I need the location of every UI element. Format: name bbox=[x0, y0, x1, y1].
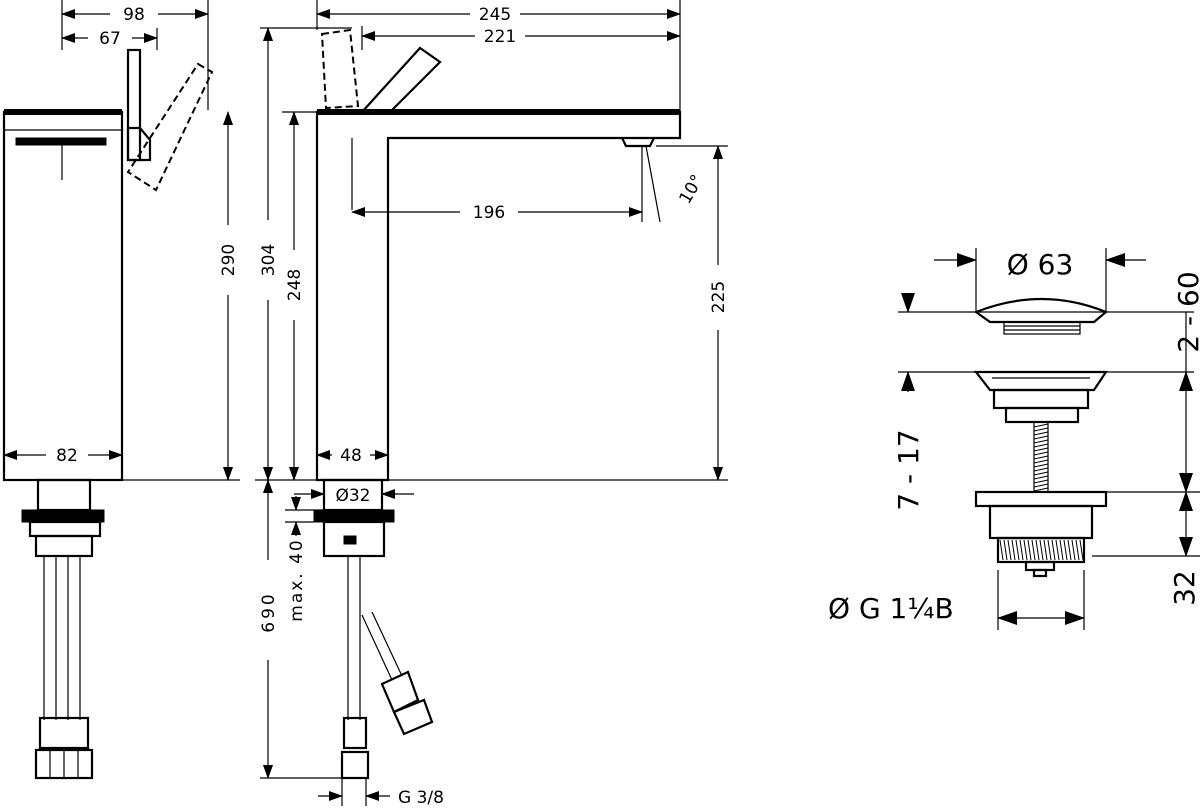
side-view: 245 221 304 248 196 10° 225 48 bbox=[255, 0, 729, 808]
dim-248-label: 248 bbox=[285, 269, 305, 301]
dim-245-label: 245 bbox=[479, 5, 511, 25]
dim-98-label: 98 bbox=[123, 5, 145, 25]
dim-196-label: 196 bbox=[473, 203, 505, 223]
dim-g114-label: Ø G 1¼B bbox=[828, 592, 954, 625]
dim-32-label: 32 bbox=[1168, 570, 1200, 606]
drain-valve-view: Ø 63 2 - 60 7 - 17 32 Ø G 1¼B bbox=[828, 248, 1200, 630]
front-view: 98 67 82 290 bbox=[2, 0, 240, 780]
dim-g38-label: G 3/8 bbox=[398, 788, 444, 808]
dim-48-label: 48 bbox=[340, 446, 362, 466]
drain-cap bbox=[973, 297, 1109, 324]
dim-290-label: 290 bbox=[219, 244, 239, 276]
front-mount-nut bbox=[21, 509, 105, 523]
dim-690-label: 690 bbox=[259, 591, 279, 632]
dim-67-label: 67 bbox=[99, 29, 121, 49]
dim-221-label: 221 bbox=[484, 27, 516, 47]
dim-7-17-label: 7 - 17 bbox=[892, 429, 925, 510]
dim-82-label: 82 bbox=[56, 446, 78, 466]
front-lever bbox=[126, 48, 142, 162]
drain-body-top bbox=[974, 490, 1108, 508]
front-body-outline bbox=[2, 110, 124, 482]
dim-2-60-label: 2 - 60 bbox=[1172, 271, 1200, 352]
lever-dashed-position bbox=[126, 62, 214, 192]
dim-o63-label: Ø 63 bbox=[1007, 248, 1074, 281]
side-lever bbox=[359, 46, 442, 114]
dim-max40-label: max. 40 bbox=[287, 538, 307, 621]
dim-10deg-label: 10° bbox=[675, 171, 707, 207]
dim-225-label: 225 bbox=[709, 281, 729, 313]
dim-o32-label: Ø32 bbox=[335, 486, 370, 506]
side-mount-nut bbox=[313, 509, 395, 523]
drain-flange bbox=[973, 370, 1109, 392]
side-body-outline bbox=[315, 110, 682, 482]
side-lever-dashed bbox=[320, 28, 360, 110]
aerator-slot bbox=[15, 137, 107, 146]
dim-304-label: 304 bbox=[259, 244, 279, 276]
